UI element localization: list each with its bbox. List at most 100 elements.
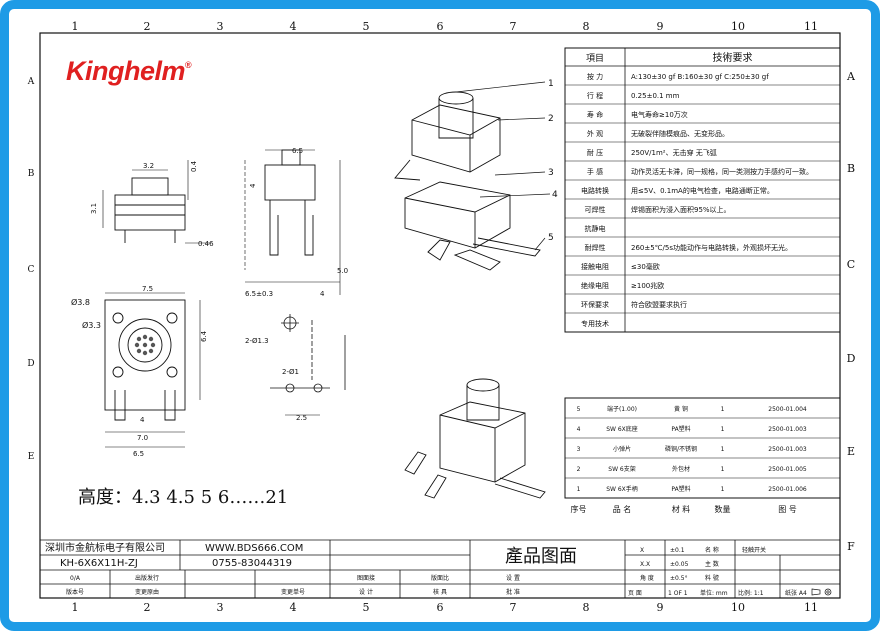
exploded-3d-view — [394, 91, 541, 271]
grid-top-9: 9 — [657, 20, 664, 33]
top-button-dots — [134, 334, 156, 356]
footer-unit: 单位: mm — [700, 589, 728, 597]
grid-bottom-6: 6 — [437, 601, 444, 614]
grid-bottom-9: 9 — [657, 601, 664, 614]
bom-cell: 端子(1.00) — [607, 405, 637, 413]
dim-top-width: 7.5 — [142, 285, 153, 293]
callout-5: 5 — [548, 233, 554, 243]
callout-leaders — [455, 81, 551, 251]
heights-note: 高度：4.3 4.5 5 6……21 — [78, 487, 289, 508]
assembled-3d-view — [404, 378, 546, 499]
bom-cell: 2 — [577, 466, 581, 473]
spec-header-item: 項目 — [586, 53, 604, 64]
tb-row2-cell: 设 计 — [359, 588, 373, 596]
tol-value: ±0.1 — [670, 547, 685, 554]
grid-bottom-4: 4 — [290, 601, 297, 614]
bom-cell: 1 — [721, 466, 725, 473]
bom-cell: 2500-01.005 — [768, 466, 807, 473]
footer-page: 1 OF 1 — [668, 590, 688, 597]
dim-top-body: 7.0 — [137, 434, 148, 442]
grid-top-6: 6 — [437, 20, 444, 33]
grid-left-E: E — [28, 452, 35, 462]
bom-header-cell: 图 号 — [778, 505, 797, 514]
bom-cell: 4 — [577, 426, 581, 433]
grid-right-E: E — [847, 445, 855, 458]
tb-row1-cell: 设 置 — [506, 574, 520, 582]
callout-1: 1 — [548, 79, 554, 89]
grid-top-3: 3 — [217, 20, 224, 33]
spec-row-req: 焊锡面积为浸入面积95%以上。 — [631, 205, 731, 214]
spec-row-item: 抗静电 — [585, 224, 606, 233]
spec-row-item: 电路转换 — [581, 186, 609, 195]
spec-row-item: 可焊性 — [585, 205, 606, 214]
bom-header-cell: 品 名 — [613, 504, 632, 514]
grid-top-5: 5 — [363, 20, 370, 33]
bom-cell: PA塑料 — [671, 485, 690, 493]
bom-cell: 小弹片 — [613, 445, 631, 453]
dim-side-lower: 5.0 — [337, 267, 348, 275]
company-name: 深圳市金航标电子有限公司 — [45, 541, 165, 554]
grid-top-4: 4 — [290, 20, 297, 33]
3d-button-top — [438, 91, 474, 105]
bom-cell: 外包材 — [672, 465, 690, 473]
kinghelm-logo: Kinghelm® — [66, 56, 192, 86]
grid-top-1: 1 — [72, 20, 79, 33]
grid-left-B: B — [28, 169, 35, 179]
dim-side-span: 6.5±0.3 — [245, 290, 273, 298]
grid-right-F: F — [847, 540, 855, 553]
tb-row1-cell: 版面比 — [431, 574, 449, 582]
grid-right-A: A — [846, 70, 856, 83]
dim-top-total: 6.5 — [133, 450, 144, 458]
bom-cell: 1 — [721, 486, 725, 493]
projection-symbol — [811, 588, 832, 596]
bom-cell: 2500-01.003 — [768, 426, 807, 433]
grid-bottom-5: 5 — [363, 601, 370, 614]
top-view — [104, 292, 201, 448]
callout-2: 2 — [548, 114, 554, 124]
tb-row1-cell: 出版发行 — [135, 574, 159, 582]
spec-row-req: 电气寿命≥10万次 — [631, 110, 688, 119]
tol-key: 角 度 — [640, 574, 654, 582]
grid-bottom-8: 8 — [583, 601, 590, 614]
tol-value: ±0.05 — [670, 561, 689, 568]
footer-scale: 比例: 1:1 — [738, 589, 764, 597]
tol-value-2: 轻触开关 — [742, 546, 766, 554]
spec-row-item: 环保要求 — [581, 300, 609, 309]
spec-row-item: 耐焊性 — [585, 243, 606, 252]
grid-bottom-1: 1 — [72, 601, 79, 614]
spec-row-item: 寿 命 — [587, 110, 603, 119]
bom-cell: 1 — [721, 406, 725, 413]
top-body — [104, 299, 186, 411]
tol-key-2: 主 数 — [705, 560, 719, 568]
footer-page-label: 页 面 — [628, 590, 642, 597]
tb-row2-cell: 变更原由 — [135, 588, 159, 596]
grid-left-D: D — [27, 359, 34, 369]
bom-cell: SW 6X底座 — [606, 425, 638, 433]
tb-row1-cell: 0/A — [70, 575, 81, 582]
grid-left-C: C — [28, 265, 35, 275]
side-body — [264, 164, 316, 201]
grid-top-7: 7 — [510, 20, 517, 33]
front-body — [114, 194, 186, 231]
tol-value: ±0.5° — [670, 575, 688, 582]
grid-bottom-7: 7 — [510, 601, 517, 614]
dim-button-dia-1: Ø3.8 — [71, 297, 90, 307]
spec-row-req: 260±5℃/5s功能动作与电路转换，外观损坏无光。 — [631, 243, 792, 252]
spec-row-req: A:130±30 gf B:160±30 gf C:250±30 gf — [631, 73, 769, 81]
bom-cell: 1 — [577, 486, 581, 493]
spec-row-item: 外 观 — [587, 129, 603, 138]
dim-hole-1: 2-Ø1.3 — [245, 337, 269, 345]
dim-hole-spacing: 2.5 — [296, 414, 307, 422]
bom-cell: 3 — [577, 446, 581, 453]
dim-side-pin: 4 — [320, 290, 325, 298]
bom-cell: 2500-01.004 — [768, 406, 807, 413]
dim-side-width: 6.5 — [292, 147, 303, 155]
dim-front-width: 3.2 — [143, 162, 154, 170]
